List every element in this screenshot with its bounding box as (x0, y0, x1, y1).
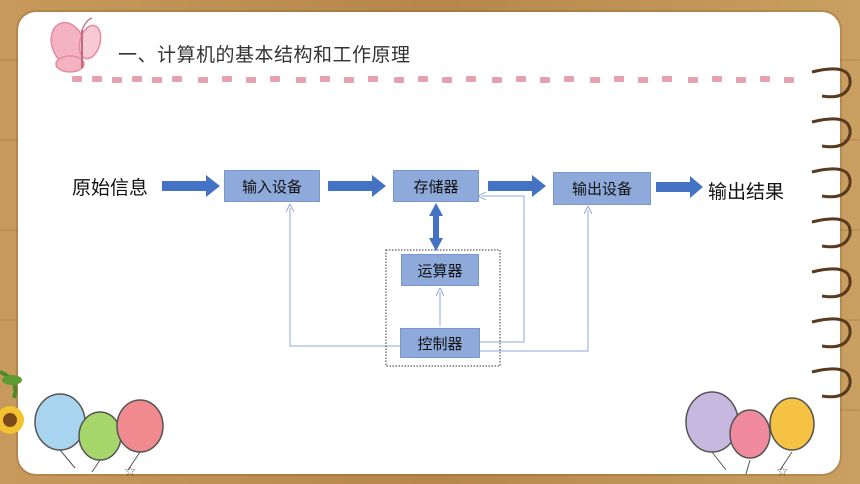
arrow-memory-to-output (488, 175, 546, 197)
alu-box: 运算器 (401, 254, 479, 286)
source-text: 原始信息 (72, 177, 149, 199)
balloons-right-icon: ☆ (685, 391, 815, 480)
svg-text:☆: ☆ (124, 464, 137, 480)
input-device-box: 输入设备 (224, 170, 320, 202)
arrow-source-to-input (162, 175, 220, 197)
arrow-memory-alu-double (429, 203, 443, 251)
controller-box: 控制器 (400, 328, 480, 358)
arrow-input-to-memory (328, 175, 386, 197)
thick-arrows (162, 175, 703, 251)
svg-text:☆: ☆ (776, 464, 789, 480)
arrow-output-to-result (656, 176, 703, 198)
page-title: 一、计算机的基本结构和工作原理 (118, 44, 411, 66)
cpu-group-outline (385, 249, 501, 367)
output-device-box: 输出设备 (553, 172, 651, 205)
balloons-left-icon: ☆ (34, 393, 164, 480)
control-to-memory-line (480, 196, 525, 343)
butterfly-icon (50, 17, 102, 73)
memory-box: 存储器 (393, 170, 479, 202)
result-text: 输出结果 (708, 181, 785, 203)
control-to-input-line (290, 208, 400, 347)
control-lines (290, 196, 588, 352)
sunflower-icon (0, 370, 24, 434)
pink-dash-divider (72, 76, 794, 83)
spiral-binding-icon (811, 67, 852, 399)
control-to-output-line (480, 210, 588, 352)
